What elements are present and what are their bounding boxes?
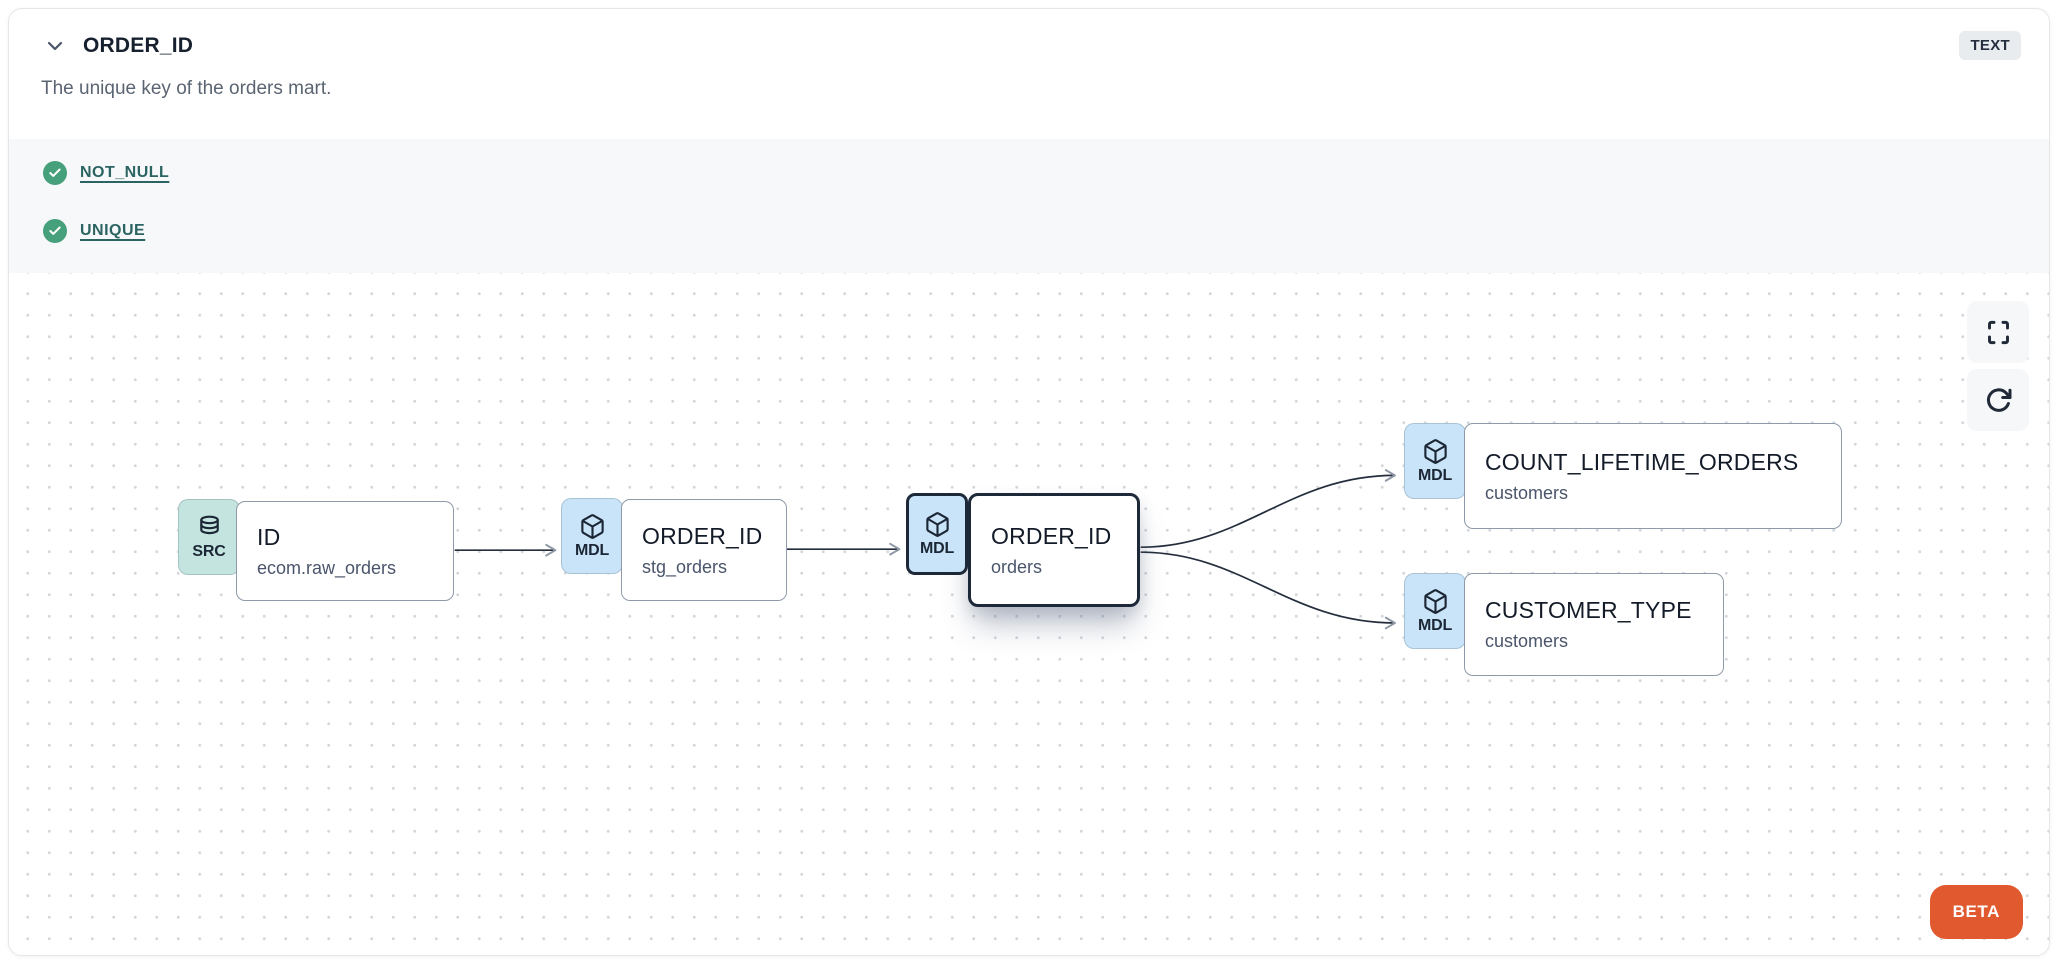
test-link-not-null[interactable]: NOT_NULL <box>80 164 170 181</box>
test-row: UNIQUE <box>43 217 2015 245</box>
cube-icon <box>579 513 606 540</box>
lineage-node-id-ecom-raw-orders[interactable]: ID ecom.raw_orders <box>236 501 454 601</box>
lineage-node-count-lifetime-orders-customers[interactable]: COUNT_LIFETIME_ORDERS customers <box>1464 423 1842 529</box>
refresh-button[interactable] <box>1967 369 2029 431</box>
node-badge-mdl[interactable]: MDL <box>1404 573 1466 649</box>
data-type-badge: TEXT <box>1959 31 2021 60</box>
lineage-node-customer-type-customers[interactable]: CUSTOMER_TYPE customers <box>1464 573 1724 676</box>
tests-section: NOT_NULL UNIQUE <box>9 139 2049 273</box>
test-link-unique[interactable]: UNIQUE <box>80 222 146 239</box>
refresh-icon <box>1984 386 2013 415</box>
node-subtitle: orders <box>991 556 1043 577</box>
badge-label: SRC <box>192 542 226 560</box>
node-badge-mdl[interactable]: MDL <box>561 498 623 574</box>
column-details-card: ORDER_ID TEXT The unique key of the orde… <box>8 8 2050 956</box>
node-badge-mdl-selected[interactable]: MDL <box>906 493 968 575</box>
canvas-controls <box>1967 301 2029 431</box>
badge-label: MDL <box>574 541 610 559</box>
header: ORDER_ID TEXT The unique key of the orde… <box>9 9 2049 139</box>
node-subtitle: customers <box>1485 631 1569 651</box>
node-title: COUNT_LIFETIME_ORDERS <box>1485 448 1799 475</box>
badge-label: MDL <box>1417 466 1453 484</box>
node-title: ID <box>257 523 281 550</box>
column-title: ORDER_ID <box>83 33 194 57</box>
node-subtitle: ecom.raw_orders <box>257 557 397 578</box>
badge-label: MDL <box>1417 616 1453 634</box>
test-row: NOT_NULL <box>43 159 2015 187</box>
chevron-down-icon <box>43 34 67 58</box>
node-subtitle: customers <box>1485 482 1569 503</box>
badge-label: MDL <box>919 539 955 557</box>
lineage-node-order-id-orders-selected[interactable]: ORDER_ID orders <box>968 493 1140 607</box>
fullscreen-icon <box>1985 319 2012 346</box>
node-title: ORDER_ID <box>991 522 1112 549</box>
node-subtitle: stg_orders <box>642 556 728 577</box>
cube-icon <box>1422 588 1449 615</box>
beta-badge: BETA <box>1929 885 2023 939</box>
check-circle-icon <box>43 161 67 185</box>
check-circle-icon <box>43 219 67 243</box>
cube-icon <box>924 511 951 538</box>
lineage-canvas[interactable]: SRC ID ecom.raw_orders MDL ORDER_ID stg_… <box>9 273 2049 955</box>
node-badge-src[interactable]: SRC <box>178 499 240 575</box>
fullscreen-button[interactable] <box>1967 301 2029 363</box>
cube-icon <box>1422 438 1449 465</box>
lineage-edges <box>454 469 1396 630</box>
collapse-button[interactable] <box>41 32 69 60</box>
node-title: CUSTOMER_TYPE <box>1485 597 1692 623</box>
node-badge-mdl[interactable]: MDL <box>1404 423 1466 499</box>
node-title: ORDER_ID <box>642 522 763 549</box>
lineage-node-order-id-stg-orders[interactable]: ORDER_ID stg_orders <box>621 499 787 601</box>
database-icon <box>196 514 223 541</box>
column-description: The unique key of the orders mart. <box>41 78 332 99</box>
